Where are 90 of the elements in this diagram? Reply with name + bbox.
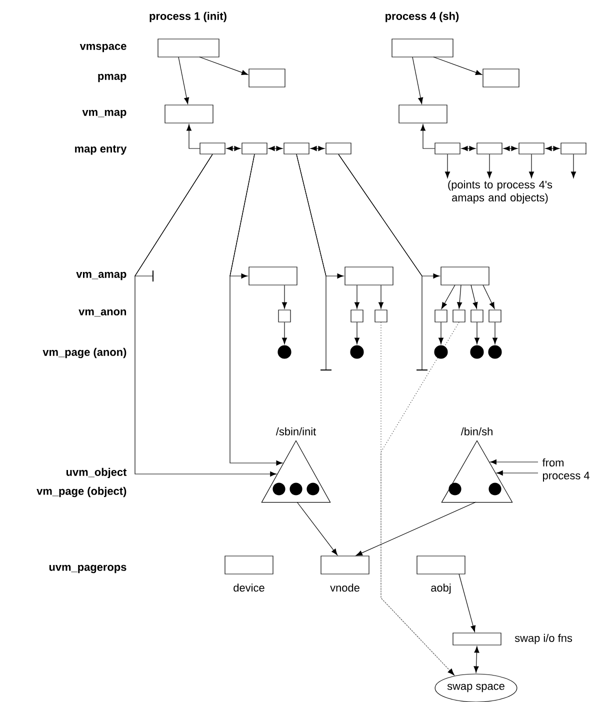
box-caption: swap i/o fns: [514, 634, 572, 644]
arrow: [354, 285, 360, 309]
struct-box: [476, 142, 502, 154]
arrow: [490, 459, 538, 465]
arrow: [545, 146, 560, 152]
struct-box: [374, 310, 388, 322]
arrow: [433, 56, 482, 75]
arrow: [474, 322, 480, 344]
arrow: [486, 154, 492, 178]
arrow: [354, 322, 360, 344]
arrow: [412, 56, 424, 104]
arrow: [492, 322, 498, 344]
arrow: [178, 56, 190, 104]
arrow: [474, 646, 480, 673]
arrow: [528, 154, 534, 178]
arrow: [310, 146, 325, 152]
arrow: [378, 285, 384, 309]
struct-box: [200, 142, 226, 154]
row-label: vmspace: [80, 44, 126, 52]
object-triangle: /sbin/init: [261, 427, 331, 503]
arrow: [457, 284, 462, 309]
page-dot: [470, 345, 484, 359]
row-label: vm_page (object): [36, 486, 126, 498]
note-text: from process 4: [542, 458, 590, 482]
arrow: [444, 154, 450, 178]
arrow: [230, 154, 283, 466]
struct-box: [470, 310, 484, 322]
arrow: [226, 146, 241, 152]
arrow: [282, 285, 288, 309]
arrow: [199, 56, 248, 75]
row-label: uvm_object: [66, 468, 127, 478]
struct-box: [164, 104, 214, 124]
box-caption: device: [234, 584, 264, 592]
arrow: [282, 322, 288, 344]
row-label: process 4 (sh): [386, 12, 459, 22]
box-caption: aobj: [431, 584, 451, 594]
struct-box: [392, 38, 454, 58]
arrow: [503, 146, 518, 152]
object-triangle: /bin/sh: [441, 427, 513, 503]
struct-box: [482, 68, 520, 88]
struct-box: [350, 310, 364, 322]
arrow: [482, 284, 495, 309]
arrow: [496, 470, 538, 476]
page-dot: [488, 345, 502, 359]
struct-box: [242, 142, 268, 154]
page-dot: [434, 345, 448, 359]
row-label: uvm_pagerops: [49, 564, 126, 574]
arrow: [470, 284, 478, 309]
struct-box: [452, 310, 466, 322]
arrow: [458, 574, 476, 632]
struct-box: [158, 38, 220, 58]
arrow: [296, 502, 338, 556]
struct-box: [518, 142, 544, 154]
arrow: [420, 124, 435, 149]
box-caption: vnode: [330, 584, 360, 592]
page-dot: [278, 345, 292, 359]
arrow: [268, 146, 283, 152]
node-label: /bin/sh: [460, 427, 492, 436]
struct-box: [248, 266, 298, 286]
struct-box: [284, 142, 310, 154]
row-label: vm_amap: [76, 272, 126, 280]
struct-box: [248, 68, 286, 88]
page-dot: [350, 345, 364, 359]
arrow: [461, 146, 476, 152]
row-label: map entry: [75, 145, 127, 155]
struct-box: [320, 556, 370, 574]
struct-box: [398, 104, 448, 124]
arrow: [356, 502, 476, 556]
struct-box: [416, 556, 466, 574]
struct-box: [344, 266, 394, 286]
row-label: vm_map: [82, 110, 126, 118]
struct-box: [452, 632, 502, 646]
struct-box: [224, 556, 274, 574]
row-label: vm_page (anon): [42, 348, 126, 358]
struct-box: [560, 142, 586, 154]
struct-box: [434, 142, 460, 154]
arrow: [570, 154, 576, 178]
struct-box: [440, 266, 490, 286]
arrow: [441, 284, 456, 309]
note-text: (points to process 4's amaps and objects): [448, 180, 552, 204]
row-label: vm_anon: [78, 309, 126, 317]
row-label: pmap: [98, 74, 126, 82]
row-label: process 1 (init): [150, 12, 226, 22]
struct-box: [326, 142, 352, 154]
struct-box: [488, 310, 502, 322]
node-label: /sbin/init: [276, 427, 316, 436]
arrow: [186, 124, 200, 149]
arrow: [438, 322, 444, 344]
struct-box: [434, 310, 448, 322]
struct-box: [278, 310, 291, 322]
